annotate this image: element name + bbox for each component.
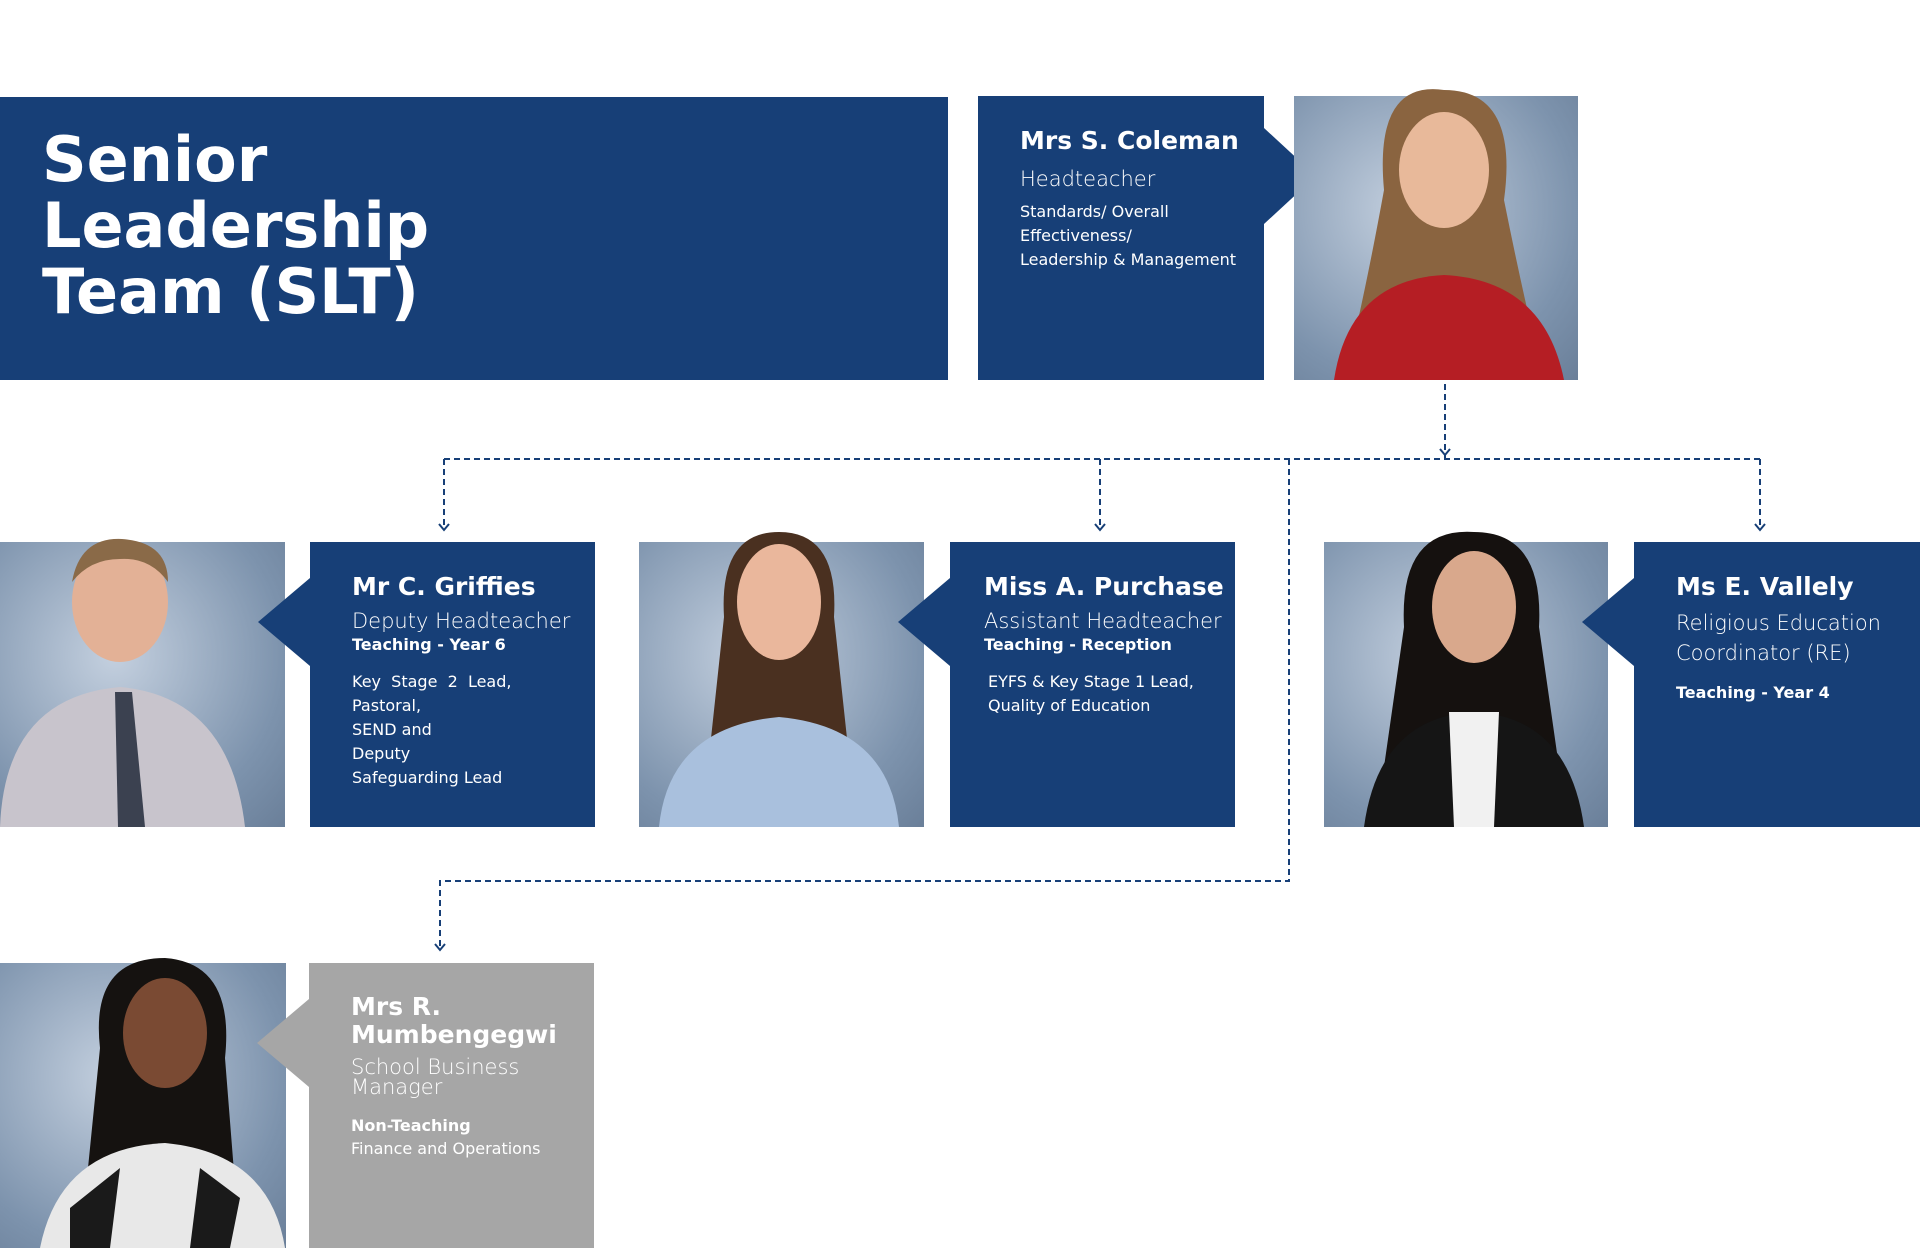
member-name: Miss A. Purchase bbox=[984, 572, 1224, 601]
member-role: Deputy Headteacher bbox=[352, 609, 571, 633]
arrow-down-icon bbox=[434, 943, 446, 952]
page-title: Senior Leadership Team (SLT) bbox=[42, 123, 430, 328]
pointer-arrow bbox=[258, 578, 310, 666]
member-name: Ms E. Vallely bbox=[1676, 572, 1854, 601]
member-teaching: Teaching - Year 4 bbox=[1676, 683, 1830, 702]
photo-vallely bbox=[1324, 531, 1608, 827]
member-card-coleman: Mrs S. Coleman Headteacher Standards/ Ov… bbox=[978, 96, 1316, 380]
arrow-down-icon bbox=[438, 523, 450, 532]
member-duty: EYFS & Key Stage 1 Lead, bbox=[988, 672, 1194, 691]
member-card-purchase: Miss A. Purchase Assistant Headteacher T… bbox=[898, 542, 1235, 827]
member-card-mumbengegwi: Mrs R. Mumbengegwi School Business Manag… bbox=[257, 963, 594, 1248]
member-teaching: Teaching - Reception bbox=[984, 635, 1172, 654]
member-card-vallely: Ms E. Vallely Religious Education Coordi… bbox=[1582, 542, 1920, 827]
member-duty: SEND and bbox=[352, 720, 432, 739]
title-banner: Senior Leadership Team (SLT) bbox=[0, 97, 948, 380]
member-duty: Key Stage 2 Lead, bbox=[352, 672, 512, 691]
member-duty: Finance and Operations bbox=[351, 1139, 541, 1158]
photo-coleman bbox=[1294, 89, 1578, 380]
photo-griffies bbox=[0, 538, 285, 827]
person-portrait-icon bbox=[659, 532, 899, 827]
pointer-arrow bbox=[898, 578, 950, 666]
member-name: Mr C. Griffies bbox=[352, 572, 536, 601]
pointer-arrow bbox=[1582, 578, 1634, 666]
member-role: Religious Education Coordinator (RE) bbox=[1676, 611, 1881, 665]
arrow-down-icon bbox=[1754, 523, 1766, 532]
member-duty: Standards/ Overall bbox=[1020, 202, 1169, 221]
person-portrait-icon bbox=[1364, 531, 1584, 827]
member-role: School Business Manager bbox=[351, 1055, 520, 1099]
person-portrait-icon bbox=[40, 958, 285, 1248]
person-portrait-icon bbox=[0, 538, 245, 827]
member-card-griffies: Mr C. Griffies Deputy Headteacher Teachi… bbox=[258, 542, 595, 827]
member-duty: Quality of Education bbox=[988, 696, 1151, 715]
arrow-down-icon bbox=[1094, 523, 1106, 532]
member-role: Assistant Headteacher bbox=[984, 609, 1222, 633]
member-duty: Pastoral, bbox=[352, 696, 422, 715]
pointer-arrow bbox=[257, 999, 309, 1087]
member-role: Headteacher bbox=[1020, 167, 1156, 191]
member-teaching: Non-Teaching bbox=[351, 1116, 471, 1135]
photo-mumbengegwi bbox=[0, 958, 286, 1248]
person-portrait-icon bbox=[1334, 89, 1564, 380]
member-duty: Deputy bbox=[352, 744, 411, 763]
member-name: Mrs R. Mumbengegwi bbox=[351, 992, 557, 1049]
member-name: Mrs S. Coleman bbox=[1020, 126, 1239, 155]
photo-purchase bbox=[639, 532, 924, 827]
member-duty: Safeguarding Lead bbox=[352, 768, 503, 787]
member-duty: Leadership & Management bbox=[1020, 250, 1236, 269]
member-teaching: Teaching - Year 6 bbox=[352, 635, 506, 654]
arrow-down-icon bbox=[1439, 448, 1451, 457]
member-duty: Effectiveness/ bbox=[1020, 226, 1132, 245]
